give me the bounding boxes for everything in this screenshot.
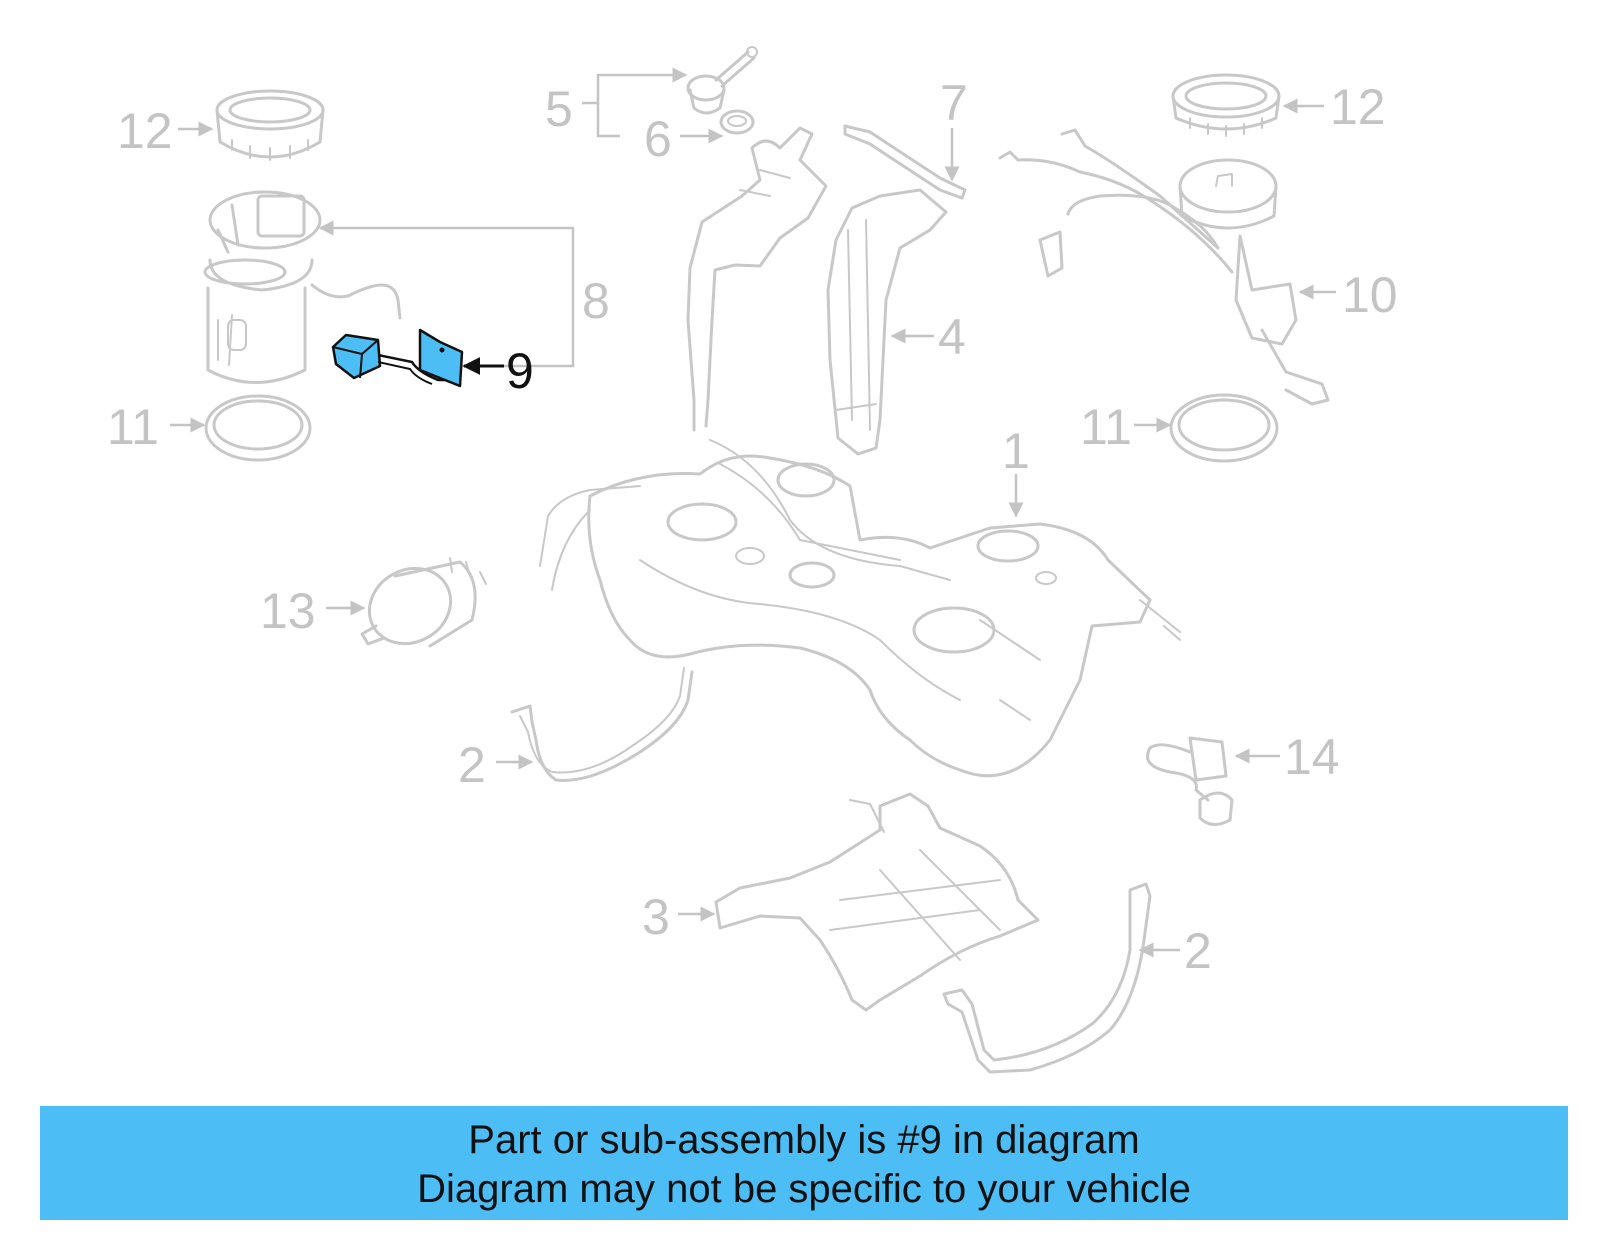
callout-12-left: 12 — [117, 103, 173, 159]
callout-9: 9 — [506, 343, 534, 399]
fuel-level-sensor-highlighted — [331, 328, 464, 388]
caption-line-disclaimer: Diagram may not be specific to your vehi… — [417, 1167, 1191, 1211]
fuel-pump-sender — [998, 128, 1330, 406]
leader-lines — [170, 67, 1336, 958]
strap-left — [510, 667, 694, 782]
callout-10: 10 — [1342, 267, 1398, 323]
caption-line-part: Part or sub-assembly is #9 in diagram — [468, 1118, 1140, 1162]
callout-1: 1 — [1002, 423, 1030, 479]
lock-ring-left — [215, 89, 325, 161]
fuel-pump-module — [203, 190, 402, 384]
callout-6: 6 — [644, 111, 672, 167]
skid-plate — [714, 792, 1040, 1012]
callout-2-left: 2 — [458, 737, 486, 793]
strap-right — [942, 882, 1152, 1074]
heat-shield — [826, 188, 948, 456]
fuel-filter — [360, 557, 487, 648]
lock-ring-right — [1171, 73, 1281, 137]
callout-13: 13 — [260, 583, 316, 639]
wiring-connector — [1146, 736, 1234, 826]
callout-2-right: 2 — [1184, 923, 1212, 979]
callout-11-right: 11 — [1080, 399, 1132, 455]
strap-part-7 — [843, 124, 967, 200]
callout-7: 7 — [940, 75, 968, 131]
fuel-tank — [539, 439, 1181, 778]
filler-neck — [686, 126, 828, 432]
vent-valve — [686, 46, 758, 115]
seal-left — [204, 394, 312, 462]
seal-right — [1169, 393, 1279, 463]
o-ring — [719, 109, 755, 135]
callout-4: 4 — [938, 309, 966, 365]
callout-3: 3 — [642, 889, 670, 945]
callout-8: 8 — [582, 273, 610, 329]
callout-12-right: 12 — [1330, 79, 1386, 135]
caption-banner: Part or sub-assembly is #9 in diagram Di… — [40, 1106, 1568, 1220]
callout-14: 14 — [1284, 729, 1340, 785]
callout-11-left: 11 — [107, 399, 159, 455]
callout-5: 5 — [545, 81, 573, 137]
